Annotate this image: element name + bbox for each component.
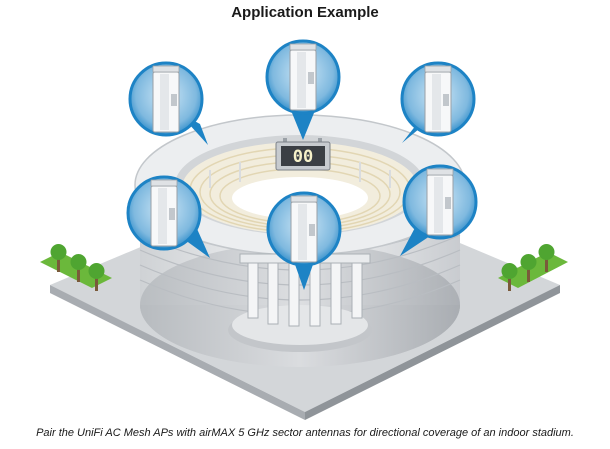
callout-mid-right — [400, 164, 478, 256]
figure-title: Application Example — [231, 4, 379, 21]
figure-caption: Pair the UniFi AC Mesh APs with airMAX 5… — [36, 427, 574, 439]
right-lawn — [498, 252, 568, 288]
callout-upper-right — [400, 61, 476, 143]
trees-left — [50, 244, 105, 291]
callout-top-center — [265, 39, 341, 140]
sector-antenna-icon — [152, 65, 180, 133]
trees-right — [501, 244, 555, 291]
sector-antenna-icon — [426, 168, 454, 236]
sector-antenna-icon — [290, 195, 318, 263]
sector-antenna-icon — [289, 43, 317, 111]
plaza-edge — [50, 285, 305, 420]
callout-front-center — [266, 191, 342, 290]
callout-mid-left — [126, 175, 210, 258]
scoreboard-score: 00 — [293, 147, 313, 167]
scoreboard: 00 — [275, 138, 331, 171]
sector-antenna-icon — [424, 65, 452, 133]
sector-antenna-icon — [150, 179, 178, 247]
callout-upper-left — [128, 61, 208, 145]
stadium-diagram: 00 — [40, 39, 568, 420]
